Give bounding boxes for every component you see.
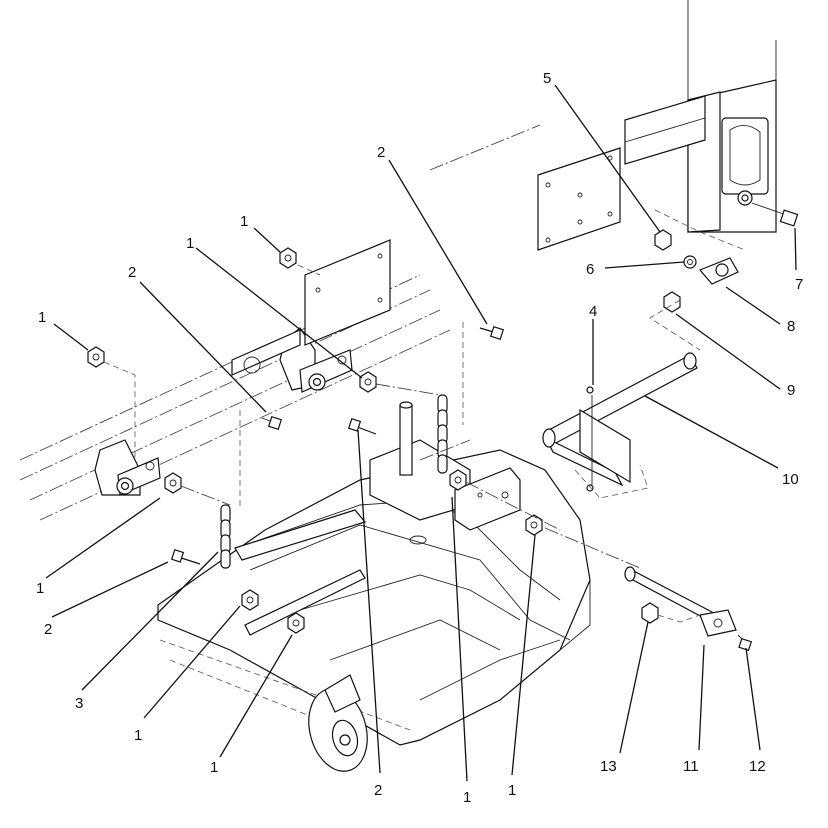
gauge-wheel (308, 674, 368, 772)
callout-1: 1 (508, 782, 516, 799)
callout-2: 2 (374, 782, 382, 799)
left-hanger-bracket (94, 439, 161, 496)
callout-9: 9 (787, 382, 795, 399)
callout-7: 7 (795, 276, 803, 293)
callout-2: 2 (128, 264, 136, 281)
callout-2: 2 (44, 621, 52, 638)
callout-12: 12 (749, 758, 766, 775)
mower-deck (157, 439, 591, 746)
bolts (170, 257, 753, 652)
callout-5: 5 (543, 70, 551, 87)
callout-2: 2 (377, 144, 385, 161)
chain-left (220, 504, 231, 569)
callout-6: 6 (586, 261, 594, 278)
assembly-centerlines (103, 264, 701, 623)
center-hanger-bracket (231, 327, 353, 393)
callout-10: 10 (782, 471, 799, 488)
hex-nuts (87, 229, 697, 634)
chain-center (437, 394, 448, 474)
tractor-frame (537, 0, 799, 251)
callout-1: 1 (36, 580, 44, 597)
callout-4: 4 (589, 303, 597, 320)
lift-shaft (542, 352, 698, 487)
callout-1: 1 (463, 789, 471, 806)
callout-1: 1 (240, 213, 248, 230)
center-post (399, 401, 413, 476)
rear-rod (624, 566, 737, 637)
callout-3: 3 (75, 695, 83, 712)
callout-1: 1 (134, 727, 142, 744)
callout-11: 11 (683, 758, 699, 775)
callout-labels: 1 1 1 1 1 1 1 1 2 2 2 2 3 4 5 6 7 8 9 10… (36, 70, 803, 806)
leader-lines (45, 84, 797, 782)
callout-1: 1 (38, 309, 46, 326)
callout-1: 1 (186, 235, 194, 252)
callout-8: 8 (787, 318, 795, 335)
callout-13: 13 (600, 758, 617, 775)
callout-1: 1 (210, 759, 218, 776)
upper-plate-bracket (304, 239, 391, 346)
